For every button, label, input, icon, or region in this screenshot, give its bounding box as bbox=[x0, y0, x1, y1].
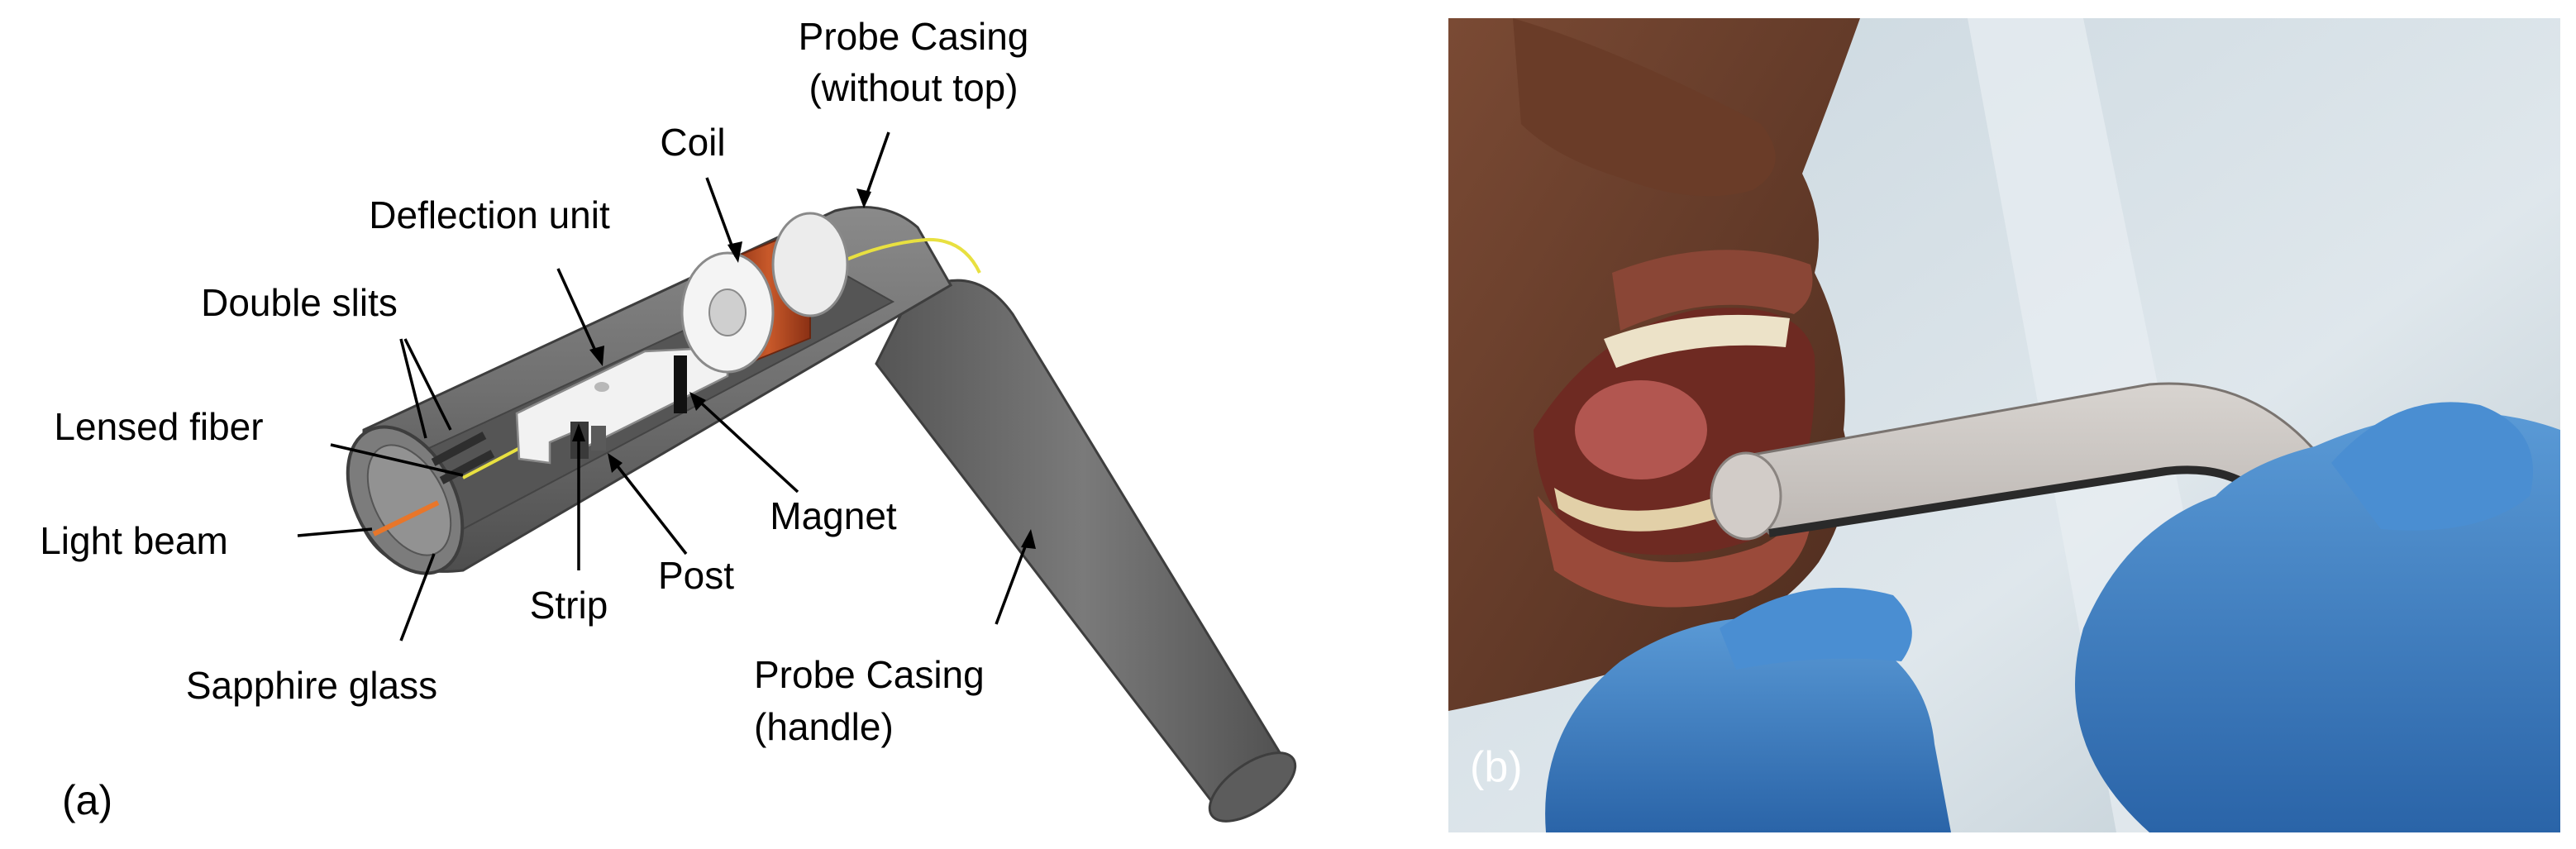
coil-part bbox=[680, 212, 849, 374]
panel-a-drawing: Probe Casing (without top) Coil Deflecti… bbox=[40, 15, 1297, 823]
deflection-unit-hole bbox=[594, 382, 609, 392]
magnet-part bbox=[674, 355, 687, 413]
photo-glove-right-finger bbox=[2331, 402, 2533, 531]
leader-deflection-unit bbox=[556, 268, 601, 360]
post-part bbox=[591, 426, 606, 451]
arrowhead-strip bbox=[572, 423, 585, 441]
photo-glove-left bbox=[1545, 617, 1951, 832]
label-strip: Strip bbox=[530, 584, 608, 627]
leader-post bbox=[610, 457, 688, 556]
photo-lower-teeth bbox=[1554, 488, 1724, 532]
label-post: Post bbox=[658, 554, 734, 597]
double-slit-2 bbox=[439, 450, 495, 484]
photo-tongue bbox=[1575, 380, 1707, 479]
panel-a-label: (a) bbox=[62, 777, 112, 823]
arrowhead-probe-casing-handle bbox=[1021, 529, 1036, 549]
photo-nose bbox=[1513, 18, 1776, 197]
label-light-beam: Light beam bbox=[40, 519, 228, 562]
photo-glove-left-finger bbox=[1720, 588, 1912, 670]
label-coil: Coil bbox=[660, 121, 725, 164]
label-probe-casing-top-line1: Probe Casing bbox=[799, 15, 1029, 58]
photo-probe-tip bbox=[1710, 451, 1782, 541]
label-deflection-unit: Deflection unit bbox=[369, 193, 610, 236]
arrowhead-probe-casing-top bbox=[856, 188, 871, 208]
leader-coil bbox=[705, 177, 737, 257]
leader-magnet bbox=[693, 395, 799, 494]
label-double-slits: Double slits bbox=[201, 281, 398, 324]
leader-double-slits-2 bbox=[403, 338, 452, 431]
leader-double-slits-1 bbox=[399, 338, 427, 439]
light-beam-ray bbox=[372, 500, 440, 537]
photo-upper-lip bbox=[1612, 250, 1813, 331]
double-slit-1 bbox=[431, 432, 487, 466]
photo-upper-teeth bbox=[1604, 314, 1790, 368]
handle-end-cap bbox=[1208, 751, 1297, 823]
label-probe-casing-top-line2: (without top) bbox=[809, 66, 1018, 109]
leader-lensed-fiber bbox=[330, 443, 464, 477]
arrowhead-coil bbox=[727, 241, 742, 263]
arrowhead-post bbox=[608, 453, 623, 473]
label-probe-casing-handle-line1: Probe Casing bbox=[754, 653, 985, 696]
arrowhead-magnet bbox=[689, 392, 706, 411]
label-lensed-fiber: Lensed fiber bbox=[54, 405, 263, 448]
panel-b-label: (b) bbox=[1470, 743, 1523, 791]
leader-probe-casing-handle bbox=[995, 535, 1031, 625]
label-sapphire-glass: Sapphire glass bbox=[186, 664, 437, 707]
arrowhead-deflection-unit bbox=[589, 346, 604, 366]
label-probe-casing-handle-line2: (handle) bbox=[754, 705, 894, 748]
photo-lower-lip bbox=[1538, 496, 1812, 608]
leader-light-beam bbox=[297, 527, 373, 537]
label-magnet: Magnet bbox=[770, 494, 897, 537]
probe-casing-handle-shape bbox=[875, 279, 1291, 808]
leader-probe-casing-top bbox=[862, 131, 890, 203]
panel-b-photo: (b) bbox=[1448, 18, 2560, 832]
leader-sapphire-glass bbox=[399, 553, 436, 642]
